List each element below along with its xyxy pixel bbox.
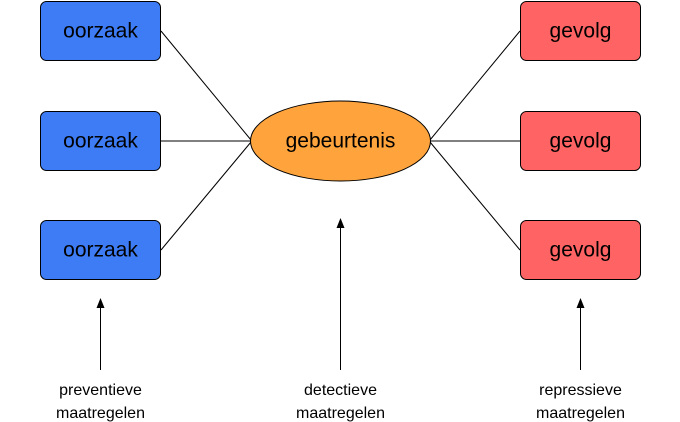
event-node: gebeurtenis [250, 100, 431, 182]
effect-box-1: gevolg [520, 1, 641, 61]
repressive-line-1: repressieve [539, 382, 622, 399]
event-label: gebeurtenis [286, 130, 396, 153]
cause-label: oorzaak [63, 130, 138, 153]
connector-cause-3 [160, 141, 252, 251]
connector-effect-3 [429, 141, 521, 251]
repressive-measures-label: repressieve maatregelen [536, 382, 625, 422]
measure-arrows [96, 218, 585, 370]
cause-connectors [160, 30, 252, 251]
effect-connectors [429, 30, 521, 251]
preventive-line-2: maatregelen [56, 405, 145, 422]
cause-label: oorzaak [63, 20, 138, 43]
connector-effect-1 [429, 30, 521, 141]
detective-measures-label: detectieve maatregelen [296, 382, 385, 422]
repressive-line-2: maatregelen [536, 405, 625, 422]
detective-line-1: detectieve [304, 382, 377, 399]
cause-box-2: oorzaak [40, 111, 161, 171]
effect-box-3: gevolg [520, 220, 641, 280]
preventive-line-1: preventieve [59, 382, 142, 399]
cause-label: oorzaak [63, 239, 138, 262]
effect-label: gevolg [550, 130, 612, 153]
connector-cause-1 [160, 30, 252, 141]
cause-box-1: oorzaak [40, 1, 161, 61]
cause-box-3: oorzaak [40, 220, 161, 280]
effect-box-2: gevolg [520, 111, 641, 171]
preventive-measures-label: preventieve maatregelen [56, 382, 145, 422]
effect-label: gevolg [550, 239, 612, 262]
effect-label: gevolg [550, 20, 612, 43]
detective-line-2: maatregelen [296, 405, 385, 422]
